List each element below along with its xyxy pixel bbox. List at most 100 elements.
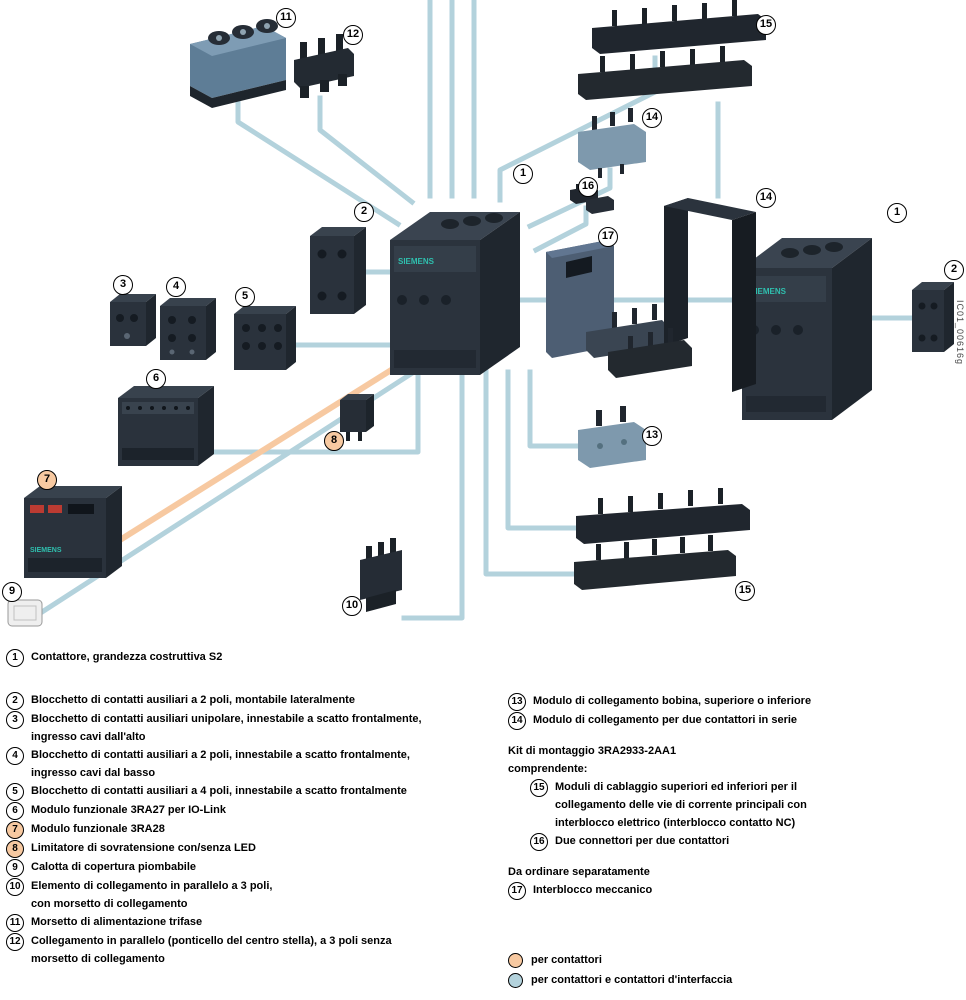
color-key-dot (508, 972, 523, 988)
component-aux-block-4 (160, 298, 216, 360)
legend-text: Calotta di copertura piombabile (31, 861, 197, 873)
legend-text: Due connettori per due contattori (555, 835, 730, 847)
legend-item-11: 11 Morsetto di alimentazione trifase (6, 913, 502, 932)
legend-text: Interblocco meccanico (533, 884, 653, 896)
callout-7: 7 (37, 470, 57, 490)
color-key-dot (508, 952, 523, 968)
legend-number-14: 14 (508, 712, 526, 730)
color-key-label: per contattori (531, 954, 602, 966)
legend-item-9: 9 Calotta di copertura piombabile (6, 858, 502, 877)
legend-number-6: 6 (6, 802, 24, 820)
callout-17: 17 (598, 227, 618, 247)
component-wiring-rail-top-1 (592, 0, 766, 54)
legend-text: Modulo funzionale 3RA28 (31, 823, 165, 835)
component-wiring-rail-top-2 (578, 46, 752, 100)
component-parallel-element-10 (360, 538, 402, 612)
color-key-label: per contattori e contattori d'interfacci… (531, 974, 733, 986)
legend-item-4: 4 Blocchetto di contatti ausiliari a 2 po… (6, 746, 502, 782)
legend-number-16: 16 (530, 833, 548, 851)
component-coil-link-module-14-top (578, 108, 646, 178)
callout-3: 3 (113, 275, 133, 295)
component-aux-block-3 (110, 294, 156, 346)
legend-item-8: 8 Limitatore di sovratensione con/senza L… (6, 839, 502, 858)
component-cover-cap-9 (7, 599, 43, 627)
legend-item-10: 10 Elemento di collegamento in parallelo … (6, 877, 502, 913)
legend-text: Blocchetto di contatti ausiliari unipola… (31, 713, 422, 743)
watermark: IC01_00616g (955, 300, 965, 366)
component-contactor-right-1: SIEMENS (742, 238, 872, 420)
legend-text: Blocchetto di contatti ausiliari a 2 pol… (31, 694, 355, 706)
legend-header: Kit di montaggio 3RA2933-2AA1 comprenden… (508, 742, 960, 778)
callout-11: 11 (276, 8, 296, 28)
legend-item-1: 1 Contattore, grandezza costruttiva S2 (6, 648, 502, 667)
legend-number-1: 1 (6, 649, 24, 667)
legend-item-15: 15 Moduli di cablaggio superiori ed infer… (508, 778, 960, 832)
legend-number-13: 13 (508, 693, 526, 711)
brand-label: SIEMENS (750, 287, 787, 296)
legend-right-column: 13 Modulo di collegamento bobina, superio… (508, 692, 960, 900)
color-key: per contattori per contattori e contattor… (508, 952, 732, 988)
legend-number-8: 8 (6, 840, 24, 858)
legend-text: Modulo di collegamento bobina, superiore… (533, 695, 812, 707)
legend-number-4: 4 (6, 747, 24, 765)
callout-6: 6 (146, 369, 166, 389)
legend-text: Blocchetto di contatti ausiliari a 4 pol… (31, 785, 407, 797)
component-coil-link-module-13 (578, 406, 646, 468)
callout-9: 9 (2, 582, 22, 602)
legend-text: Limitatore di sovratensione con/senza LE… (31, 842, 256, 854)
legend-number-2: 2 (6, 692, 24, 710)
legend-item-3: 3 Blocchetto di contatti ausiliari unipol… (6, 710, 502, 746)
legend-item-6: 6 Modulo funzionale 3RA27 per IO-Link (6, 801, 502, 820)
callout-2: 2 (944, 260, 964, 280)
legend-text: Moduli di cablaggio superiori ed inferio… (555, 781, 807, 829)
legend-text: Kit di montaggio 3RA2933-2AA1 comprenden… (508, 745, 677, 775)
callout-1: 1 (513, 164, 533, 184)
component-series-bracket-14 (608, 198, 756, 392)
color-key-row-0: per contattori (508, 952, 732, 968)
callout-14: 14 (642, 108, 662, 128)
component-feeder-terminal-11 (190, 19, 286, 108)
legend-number-11: 11 (6, 914, 24, 932)
component-function-module-6 (118, 386, 214, 466)
legend-item-7: 7 Modulo funzionale 3RA28 (6, 820, 502, 839)
component-surge-suppressor-8 (340, 394, 374, 441)
legend-number-7: 7 (6, 821, 24, 839)
legend-text: Modulo funzionale 3RA27 per IO-Link (31, 804, 226, 816)
color-key-row-1: per contattori e contattori d'interfacci… (508, 972, 732, 988)
legend-item-16: 16 Due connettori per due contattori (508, 832, 960, 851)
legend-text: Blocchetto di contatti ausiliari a 2 pol… (31, 749, 410, 779)
callout-15: 15 (735, 581, 755, 601)
callout-15: 15 (756, 15, 776, 35)
component-aux-block-right-2 (912, 282, 954, 352)
component-contactor-center-1: SIEMENS (390, 212, 520, 375)
component-aux-block-5 (234, 306, 296, 370)
exploded-diagram: SIEMENS (7, 0, 954, 627)
legend-item-13: 13 Modulo di collegamento bobina, superio… (508, 692, 960, 711)
component-aux-block-left-2 (310, 227, 366, 314)
callout-8: 8 (324, 431, 344, 451)
legend-number-10: 10 (6, 878, 24, 896)
component-wiring-rail-bottom-2 (574, 535, 736, 590)
legend-text: Elemento di collegamento in parallelo a … (31, 880, 273, 910)
legend-number-3: 3 (6, 711, 24, 729)
brand-label: SIEMENS (30, 547, 62, 554)
brand-label: SIEMENS (398, 257, 435, 266)
callout-5: 5 (235, 287, 255, 307)
callout-16: 16 (578, 177, 598, 197)
legend-text: Contattore, grandezza costruttiva S2 (31, 651, 223, 663)
legend-item-2: 2 Blocchetto di contatti ausiliari a 2 po… (6, 691, 502, 710)
legend-number-9: 9 (6, 859, 24, 877)
legend-text: Morsetto di alimentazione trifase (31, 916, 203, 928)
callout-12: 12 (343, 25, 363, 45)
callout-4: 4 (166, 277, 186, 297)
callout-2: 2 (354, 202, 374, 222)
legend-number-15: 15 (530, 779, 548, 797)
callout-10: 10 (342, 596, 362, 616)
callout-13: 13 (642, 426, 662, 446)
callout-1: 1 (887, 203, 907, 223)
